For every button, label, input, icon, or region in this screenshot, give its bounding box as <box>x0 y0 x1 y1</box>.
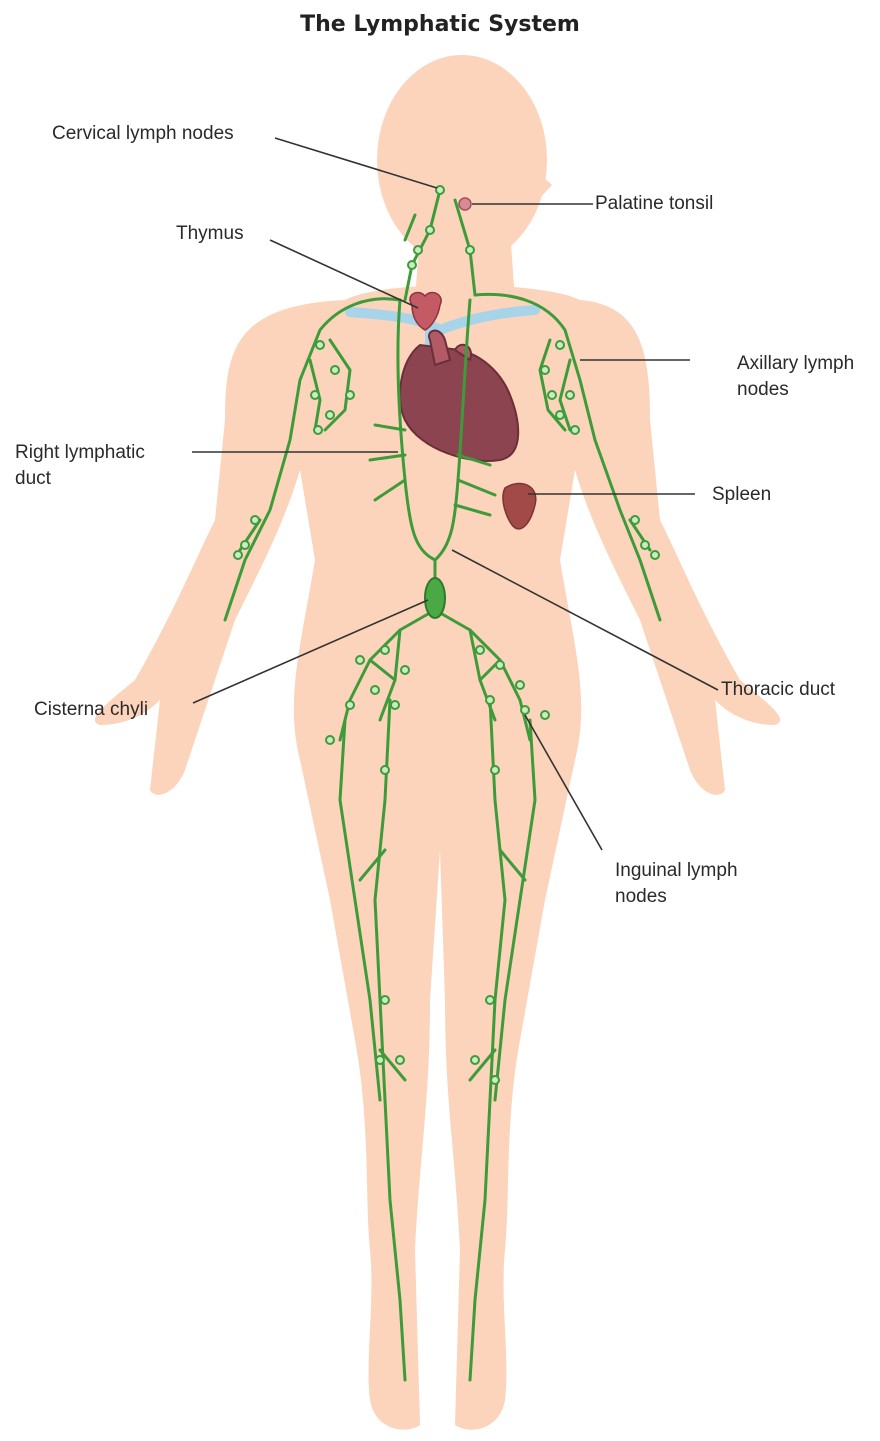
label-spleen: Spleen <box>712 482 771 508</box>
leader-thymus <box>270 240 418 308</box>
cisterna-chyli <box>425 578 445 618</box>
label-right-lymphatic-duct: Right lymphatic duct <box>15 440 145 492</box>
label-thymus: Thymus <box>176 221 244 247</box>
label-axillary-lymph-nodes: Axillary lymph nodes <box>737 351 854 403</box>
label-inguinal-lymph-nodes: Inguinal lymph nodes <box>615 858 738 910</box>
label-palatine-tonsil: Palatine tonsil <box>595 191 713 217</box>
label-cisterna-chyli: Cisterna chyli <box>34 697 148 723</box>
label-cervical-lymph-nodes: Cervical lymph nodes <box>52 121 234 147</box>
label-thoracic-duct: Thoracic duct <box>721 677 835 703</box>
body-silhouette <box>95 55 780 1430</box>
palatine-tonsil <box>459 198 471 210</box>
